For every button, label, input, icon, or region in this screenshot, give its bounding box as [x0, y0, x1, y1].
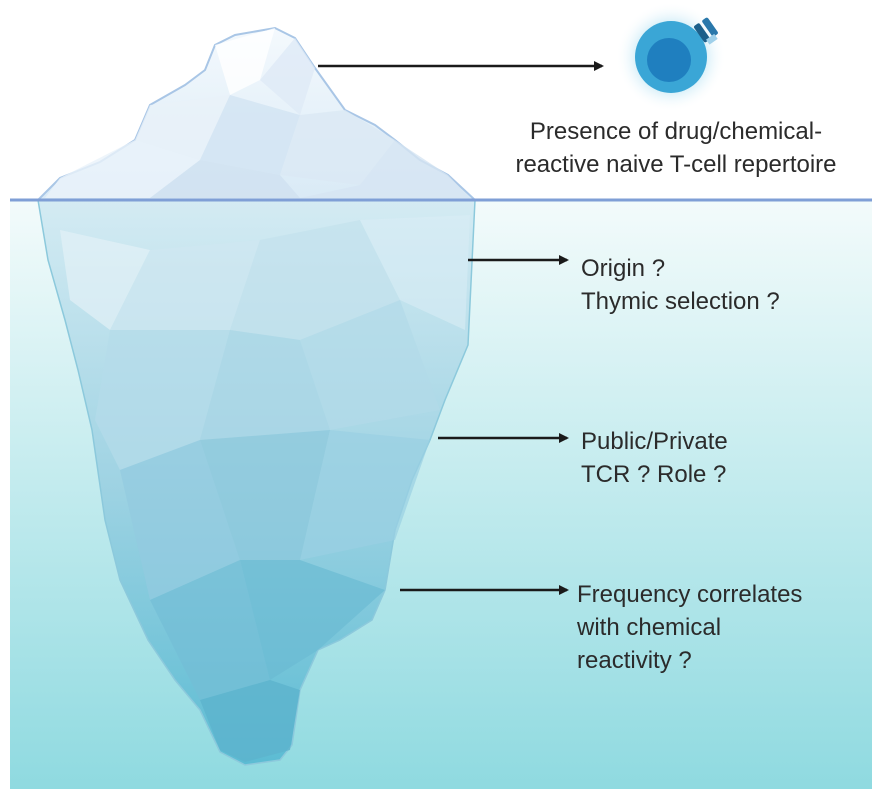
origin-annotation-line2: Thymic selection ? [581, 285, 780, 318]
frequency-annotation-line1: Frequency correlates [577, 578, 802, 611]
surface-annotation-line1: Presence of drug/chemical- [486, 115, 866, 148]
public-private-annotation: Public/Private TCR ? Role ? [581, 425, 728, 491]
t-cell-icon [616, 2, 726, 112]
origin-annotation-line1: Origin ? [581, 252, 780, 285]
origin-annotation: Origin ? Thymic selection ? [581, 252, 780, 318]
iceberg-tip [38, 28, 475, 200]
surface-annotation-line2: reactive naive T-cell repertoire [486, 148, 866, 181]
frequency-annotation-line3: reactivity ? [577, 644, 802, 677]
surface-annotation: Presence of drug/chemical- reactive naiv… [486, 115, 866, 181]
public-private-annotation-line1: Public/Private [581, 425, 728, 458]
public-private-annotation-line2: TCR ? Role ? [581, 458, 728, 491]
frequency-annotation: Frequency correlates with chemical react… [577, 578, 802, 677]
frequency-annotation-line2: with chemical [577, 611, 802, 644]
